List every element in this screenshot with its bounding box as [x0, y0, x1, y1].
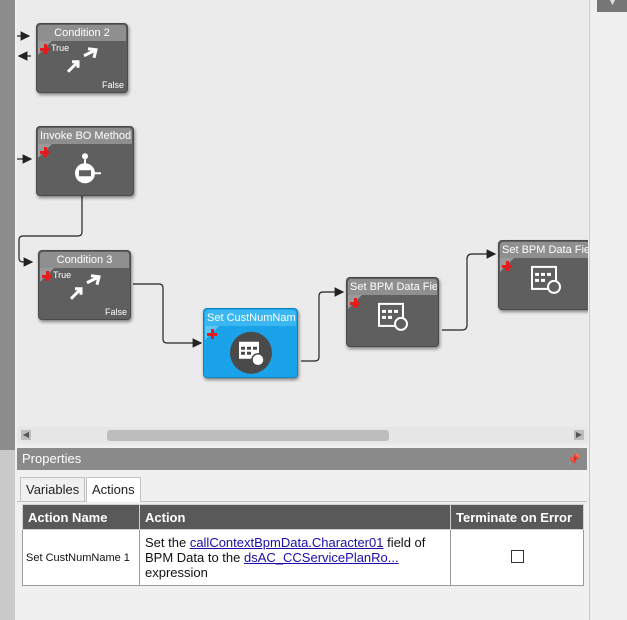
add-icon[interactable] — [207, 329, 217, 339]
set-field-icon — [529, 264, 563, 301]
connector-invoke-condition3 — [18, 195, 83, 267]
table-row[interactable]: Set CustNumName 1 Set the callContextBpm… — [22, 529, 584, 586]
true-label: True — [53, 270, 72, 280]
action-text-prefix: Set the — [145, 535, 190, 550]
connectors — [17, 31, 497, 362]
tabs-divider — [17, 501, 587, 502]
connector-setbpm1-setbpm2 — [442, 249, 497, 331]
action-description-cell: Set the callContextBpmData.Character01 f… — [139, 529, 451, 586]
terminate-on-error-checkbox[interactable] — [510, 549, 524, 563]
condition-icon — [62, 46, 102, 81]
connector-condition3-setcustnum — [133, 283, 203, 348]
add-icon[interactable] — [42, 271, 52, 281]
scroll-left-icon[interactable]: ◀ — [21, 430, 31, 440]
false-label: False — [104, 307, 127, 317]
scrollbar-thumb[interactable] — [107, 430, 389, 441]
node-title: Set CustNumName — [205, 310, 296, 326]
action-text-mid: field of BPM Data to the — [145, 535, 426, 565]
horizontal-scrollbar[interactable]: ◀ ▶ — [17, 427, 588, 443]
add-icon[interactable] — [40, 147, 50, 157]
node-set-bpm-data-field-2[interactable]: Set BPM Data Field — [498, 240, 588, 310]
node-set-custnumname[interactable]: Set CustNumName — [203, 308, 298, 378]
table-header-row: Action Name Action Terminate on Error — [22, 504, 584, 530]
connector-setcustnum-setbpm1 — [301, 287, 345, 362]
chevron-down-icon: ▼ — [608, 0, 617, 7]
node-title: Condition 3 — [40, 252, 129, 268]
false-label: False — [101, 80, 124, 90]
set-field-icon — [376, 301, 410, 338]
right-panel — [589, 0, 627, 620]
invoke-method-icon — [68, 151, 102, 190]
condition-icon — [65, 273, 105, 308]
terminate-on-error-cell — [450, 529, 584, 586]
node-set-bpm-data-field-1[interactable]: Set BPM Data Field — [346, 277, 439, 347]
set-field-icon — [229, 331, 273, 377]
bpm-field-link[interactable]: callContextBpmData.Character01 — [189, 535, 384, 550]
column-header-action[interactable]: Action — [139, 504, 451, 530]
node-title: Set BPM Data Field — [500, 242, 588, 258]
tab-actions[interactable]: Actions — [86, 477, 141, 502]
tab-variables[interactable]: Variables — [20, 477, 86, 501]
node-invoke-bo-method[interactable]: Invoke BO Method — [36, 126, 134, 196]
node-title: Set BPM Data Field — [348, 279, 437, 295]
left-panel-collapsed[interactable] — [0, 0, 15, 450]
node-title: Invoke BO Method — [38, 128, 132, 144]
add-icon[interactable] — [502, 261, 512, 271]
true-label: True — [51, 43, 70, 53]
properties-title: Properties — [22, 451, 82, 466]
add-icon[interactable] — [350, 298, 360, 308]
node-title: Condition 2 — [38, 25, 126, 41]
action-name-cell[interactable]: Set CustNumName 1 — [22, 529, 140, 586]
expression-link[interactable]: dsAC_CCServicePlanRo... — [244, 550, 399, 565]
right-panel-collapse-button[interactable]: ▼ — [597, 0, 627, 12]
scroll-right-icon[interactable]: ▶ — [574, 430, 584, 440]
node-condition-3[interactable]: Condition 3 True False — [38, 250, 131, 320]
action-text-suffix: expression — [145, 565, 208, 580]
column-header-action-name[interactable]: Action Name — [22, 504, 140, 530]
node-condition-2[interactable]: Condition 2 True False — [36, 23, 128, 93]
pin-icon[interactable]: 📌 — [567, 454, 581, 466]
properties-header: Properties 📌 — [17, 448, 587, 470]
workflow-canvas[interactable]: Condition 2 True False Invoke BO Method … — [17, 0, 588, 446]
actions-table: Action Name Action Terminate on Error Se… — [22, 504, 584, 586]
column-header-terminate-on-error[interactable]: Terminate on Error — [450, 504, 584, 530]
add-icon[interactable] — [40, 44, 50, 54]
